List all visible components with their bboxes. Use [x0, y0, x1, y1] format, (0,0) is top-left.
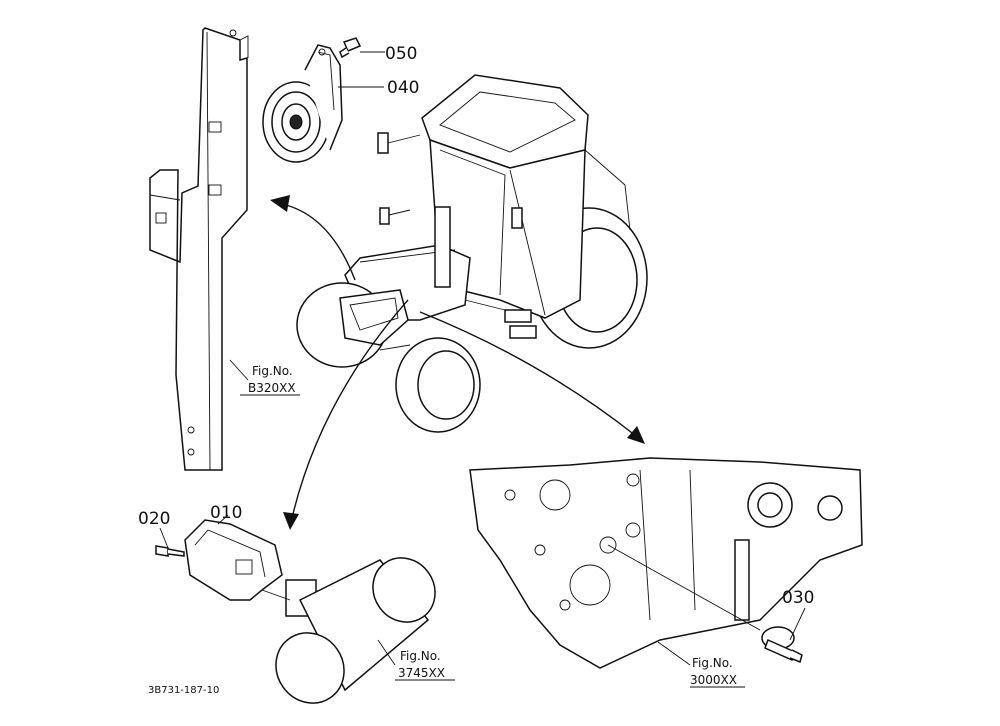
arrow-head-engine	[627, 426, 645, 444]
drawing-reference: 3B731-187-10	[148, 685, 219, 696]
bolt-020-drawing	[155, 545, 185, 557]
arrow-to-horn	[281, 203, 356, 281]
callout-010: 010	[210, 503, 242, 523]
oil-switch-drawing	[761, 626, 803, 664]
figref-3745-label: Fig.No.	[400, 649, 441, 663]
callout-050: 050	[385, 44, 417, 64]
figref-3000-code: 3000XX	[690, 673, 737, 687]
figref-3000-label: Fig.No.	[692, 656, 733, 670]
horn-drawing	[262, 44, 343, 163]
tractor-drawing	[296, 74, 648, 433]
figref-3745-code: 3745XX	[398, 666, 445, 680]
sender-drawing	[184, 519, 436, 704]
callout-040: 040	[387, 78, 419, 98]
arrow-head-sender	[283, 512, 299, 530]
engine-block-drawing	[469, 457, 863, 669]
callout-030: 030	[782, 588, 814, 608]
bracket-drawing	[149, 27, 249, 471]
arrow-to-sender	[291, 299, 409, 519]
figref-b320-label: Fig.No.	[252, 364, 293, 378]
leader-lines	[159, 51, 806, 688]
arrow-to-engine	[419, 311, 637, 437]
pointer-arrows	[270, 195, 645, 530]
callout-020: 020	[138, 509, 170, 529]
arrow-head-horn	[270, 195, 290, 212]
bolt-050-drawing	[339, 37, 362, 59]
figref-b320-code: B320XX	[248, 381, 296, 395]
